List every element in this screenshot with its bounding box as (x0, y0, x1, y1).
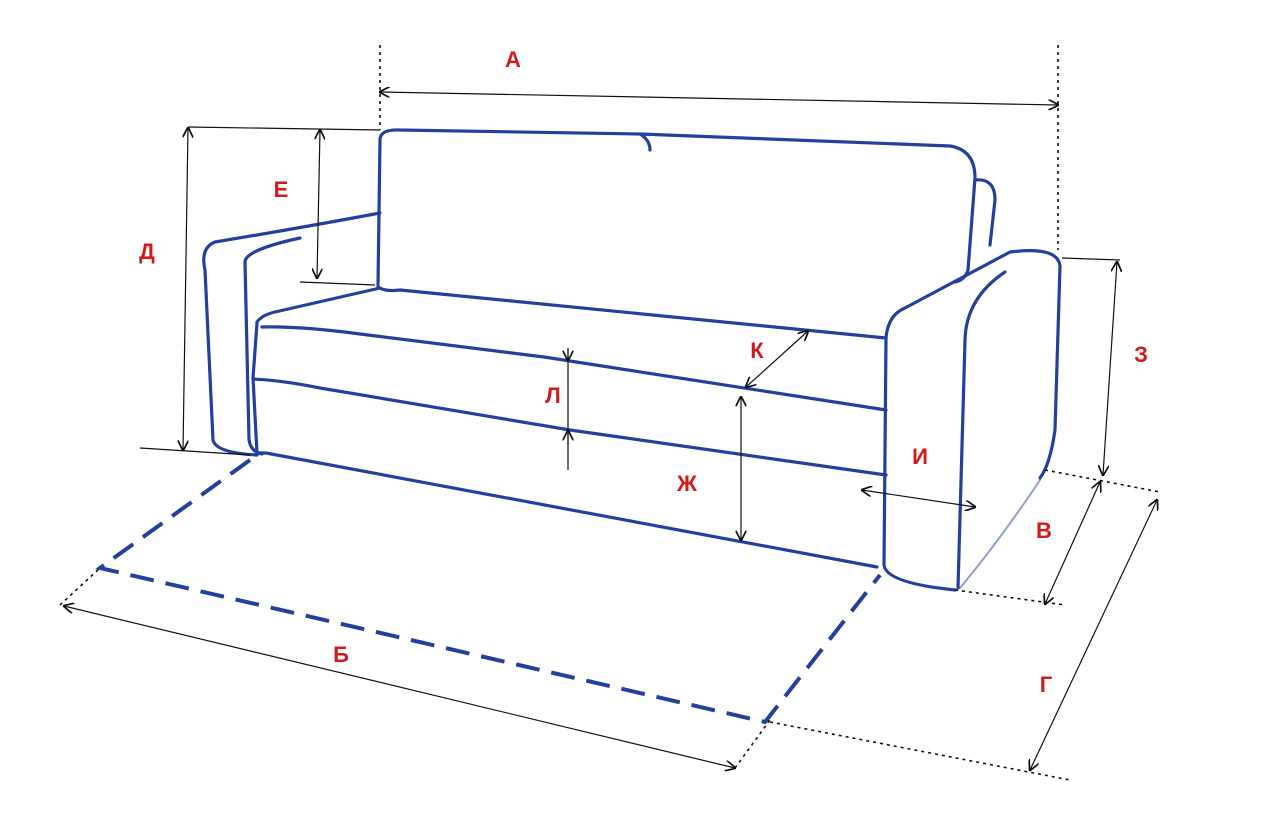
label-l: Л (545, 383, 561, 408)
back-bottom-edge (376, 285, 888, 340)
label-i: И (912, 444, 928, 469)
label-a: А (505, 47, 521, 72)
label-e: Е (273, 177, 289, 202)
label-d: Д (139, 239, 155, 264)
label-z: З (1134, 342, 1148, 367)
sofa-outline (202, 128, 1062, 592)
right-armrest (882, 249, 1062, 592)
dimension-lines (59, 45, 1161, 781)
label-k: К (750, 338, 764, 363)
right-armrest-back (959, 479, 1041, 589)
label-v: В (1036, 518, 1052, 543)
seat-top (251, 286, 382, 455)
unfolded-area-outline (95, 458, 882, 725)
label-zh: Ж (677, 471, 697, 496)
back-cushions (376, 128, 997, 287)
base-bottom (255, 451, 879, 569)
label-b: Б (333, 642, 349, 667)
label-g: Г (1039, 672, 1053, 697)
seat-front-lower (251, 377, 888, 477)
seat-front-upper (260, 325, 888, 412)
